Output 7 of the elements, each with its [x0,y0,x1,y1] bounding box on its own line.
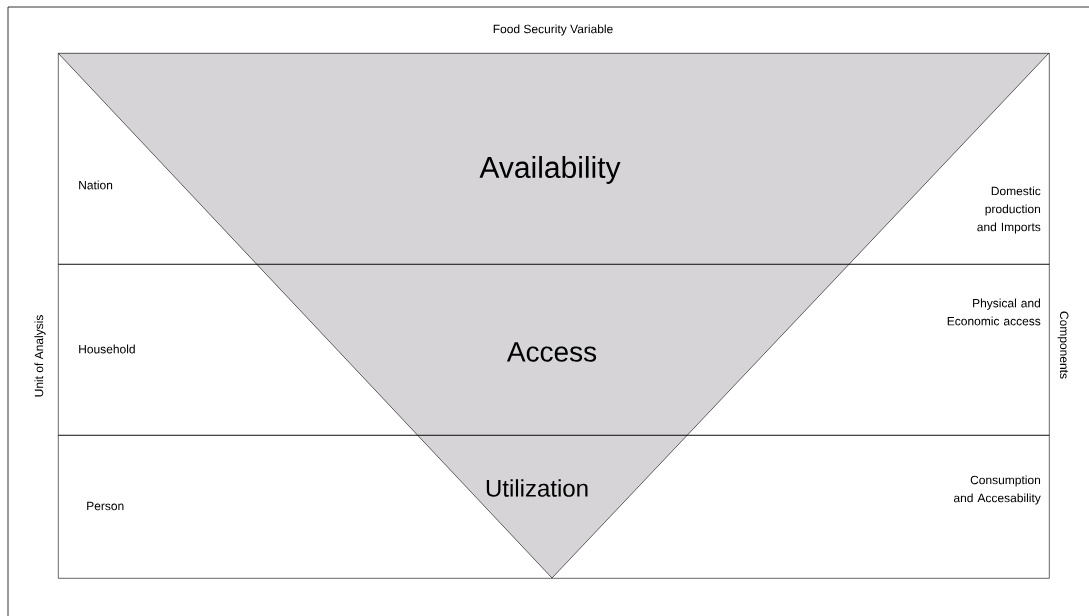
node-label: Access [506,342,597,362]
node-label: Utilization [486,479,588,497]
node-label: Availability [479,156,621,184]
axis-label: Unit of Analysis [34,315,46,397]
title: Food Security Variable [493,24,613,36]
funnel-segment: Utilization [417,434,688,579]
axis-label: Components [1057,311,1069,379]
